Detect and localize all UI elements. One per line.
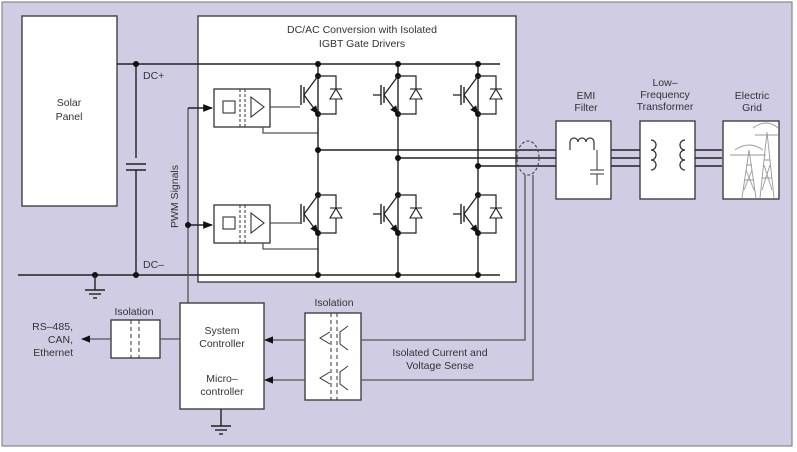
isolation-sense-block: Isolation Isolated Current and Voltage S… [264, 297, 488, 401]
system-controller-block: System Controller Micro– controller [179, 302, 265, 410]
ground-icon [211, 409, 231, 435]
controller-label-1: System [204, 325, 239, 337]
inductor-icon [569, 137, 595, 150]
capacitor-icon [124, 158, 148, 171]
controller-label-2: Controller [199, 338, 245, 350]
igbt-bridge [300, 61, 503, 278]
inverter-title-2: IGBT Gate Drivers [319, 38, 405, 50]
inverter-title-1: DC/AC Conversion with Isolated [287, 24, 437, 36]
transformer-label-3: Transformer [637, 101, 694, 113]
diode-icon [329, 87, 343, 100]
solar-panel-label-2: Panel [56, 111, 83, 123]
transformer-label-1: Low– [652, 77, 677, 89]
sense-label-2: Voltage Sense [406, 360, 474, 372]
diode-icon [489, 206, 503, 219]
pwm-label: PWM Signals [169, 165, 181, 228]
transformer-icon [650, 139, 686, 171]
grid-label-2: Grid [742, 102, 762, 114]
transformer-label-2: Frequency [640, 89, 690, 101]
controller-label-4: controller [200, 386, 244, 398]
comm-label-3: Ethernet [33, 347, 73, 359]
controller-label-3: Micro– [206, 373, 238, 385]
isolation-comm-block: Isolation RS–485, CAN, Ethernet [32, 306, 180, 359]
comm-label-2: CAN, [48, 334, 73, 346]
diode-icon [409, 206, 423, 219]
inverter-block: DC/AC Conversion with Isolated IGBT Gate… [197, 15, 517, 283]
gate-driver-top [213, 88, 318, 134]
filter-capacitor-icon [590, 150, 604, 185]
dc-plus-label: DC+ [143, 70, 164, 82]
gate-driver-bottom [213, 204, 318, 250]
solar-panel-label-1: Solar [57, 97, 82, 109]
grid-label-1: Electric [735, 90, 769, 102]
solar-panel-block: Solar Panel [21, 15, 118, 207]
diode-icon [329, 206, 343, 219]
sense-label-1: Isolated Current and [392, 347, 487, 359]
diode-icon [489, 87, 503, 100]
comm-label-1: RS–485, [32, 321, 73, 333]
pwm-signals: PWM Signals [169, 104, 213, 304]
emi-label-1: EMI [577, 90, 596, 102]
emi-label-2: Filter [574, 102, 598, 114]
electric-grid-block: Electric Grid [722, 90, 780, 200]
emi-filter-block: EMI Filter [555, 90, 612, 200]
dc-minus-label: DC– [143, 259, 164, 271]
current-sensor-icon [392, 140, 540, 381]
ground-icon [85, 275, 105, 299]
isolation-comm-label: Isolation [114, 306, 153, 318]
transmission-tower-icon [730, 122, 779, 199]
isolation-sense-label: Isolation [314, 297, 353, 309]
diode-icon [409, 87, 423, 100]
transformer-block: Low– Frequency Transformer [637, 77, 696, 200]
